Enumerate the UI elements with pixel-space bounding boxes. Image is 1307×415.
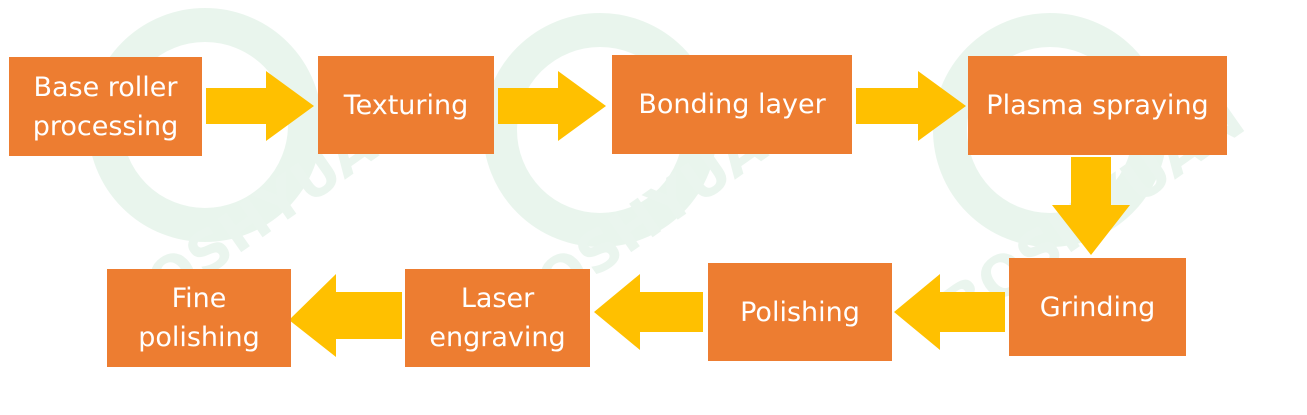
step-grinding: Grinding bbox=[1009, 258, 1186, 356]
arrow-left-1 bbox=[894, 274, 1005, 350]
step-laser-engraving: Laser engraving bbox=[405, 269, 590, 367]
arrow-right-3 bbox=[856, 71, 966, 141]
step-fine-polishing: Fine polishing bbox=[107, 269, 291, 367]
step-texturing: Texturing bbox=[318, 56, 494, 154]
step-bonding-layer: Bonding layer bbox=[612, 55, 852, 154]
arrow-left-2 bbox=[594, 274, 703, 350]
step-polishing: Polishing bbox=[708, 263, 892, 361]
arrow-left-3 bbox=[289, 274, 402, 357]
step-plasma-spraying: Plasma spraying bbox=[968, 56, 1227, 155]
arrow-right-2 bbox=[498, 71, 606, 141]
arrow-right-1 bbox=[206, 71, 314, 141]
step-base-roller-processing: Base roller processing bbox=[9, 57, 202, 156]
arrow-down-1 bbox=[1052, 157, 1130, 255]
